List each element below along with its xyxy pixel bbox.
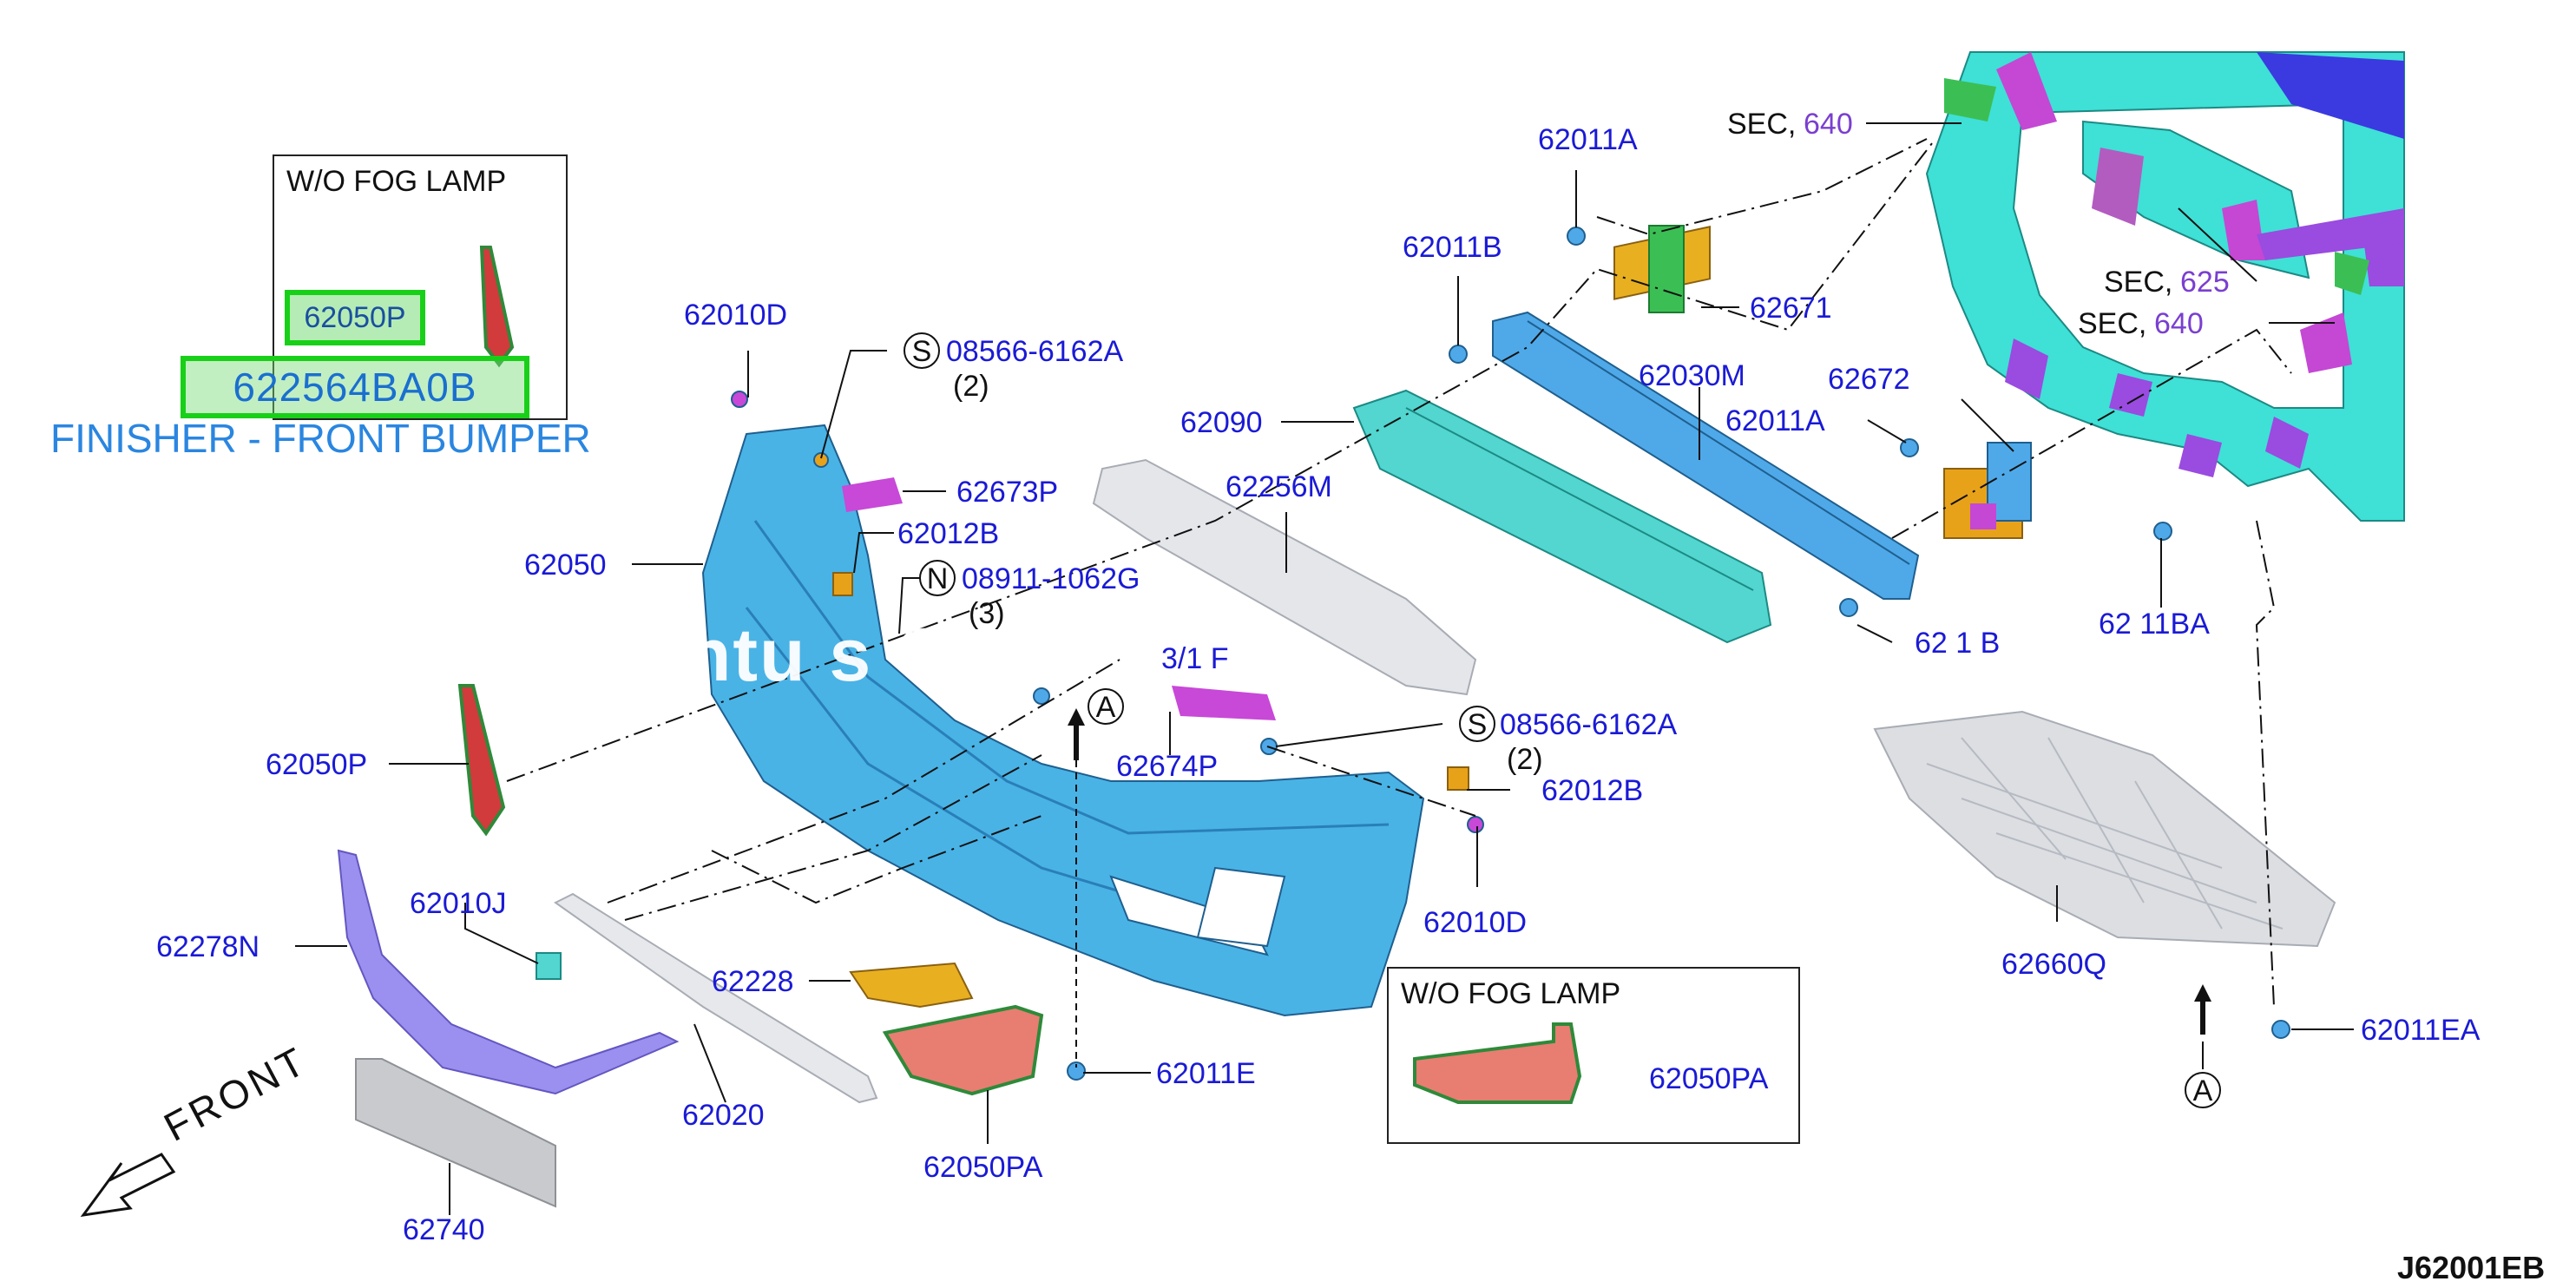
part-62050-shape	[701, 424, 1425, 1017]
sec-ref-640-top-number[interactable]: 640	[1804, 108, 1853, 141]
part-62673P-shape	[842, 477, 903, 512]
part-62050PA-shape	[882, 1004, 1044, 1096]
label-62011E[interactable]: 62011E	[1156, 1057, 1256, 1090]
part-62671-shape	[1613, 225, 1711, 313]
part-62256M-shape	[1092, 458, 1477, 696]
watermark-text: antu s G d P	[642, 614, 1099, 697]
label-62090[interactable]: 62090	[1180, 406, 1263, 439]
diagram-code: J62001EB	[2397, 1250, 2546, 1285]
qty-08566-6162A-mid: (2)	[1507, 743, 1543, 776]
label-62011BA-obscured: 62 11BA	[2099, 608, 2210, 641]
part-62672-shape	[1943, 442, 2032, 539]
label-62674P[interactable]: 62674P	[1116, 750, 1218, 783]
part-62278N-shape	[337, 849, 680, 1095]
undercover-ribs	[1926, 737, 2284, 930]
label-62030M[interactable]: 62030M	[1639, 359, 1745, 392]
label-62011A-mid[interactable]: 62011A	[1725, 404, 1825, 437]
symbol-N: N	[927, 562, 949, 595]
circled-symbols: S N S A A	[904, 332, 2221, 1108]
inset-title: W/O FOG LAMP	[286, 165, 507, 198]
ref-A-bottom: A	[2193, 1074, 2213, 1107]
sec-ref-640-mid-prefix: SEC,	[2078, 307, 2146, 340]
part-labels: 62010D 08566-6162A (2) 62673P 62012B 620…	[156, 108, 2481, 1246]
label-62050PA[interactable]: 62050PA	[923, 1151, 1043, 1184]
inset-without-fog-lamp-top: W/O FOG LAMP	[273, 154, 568, 420]
label-62740[interactable]: 62740	[403, 1213, 485, 1246]
part-62674P-shape	[1172, 686, 1276, 720]
part-62050P-shape	[457, 684, 506, 837]
label-08566-6162A-top[interactable]: 08566-6162A	[946, 335, 1124, 368]
sec-ref-640-mid-number[interactable]: 640	[2154, 307, 2204, 340]
label-62673P[interactable]: 62673P	[956, 476, 1058, 509]
part-title: FINISHER - FRONT BUMPER	[50, 416, 591, 461]
label-62671[interactable]: 62671	[1750, 292, 1832, 325]
label-62010D-top[interactable]: 62010D	[684, 299, 787, 332]
leader-lines	[295, 122, 2354, 1215]
symbol-S-top: S	[912, 335, 932, 368]
sec-ref-625-prefix: SEC,	[2104, 266, 2172, 299]
small-fasteners	[536, 227, 2290, 1081]
label-62010D-mid[interactable]: 62010D	[1423, 906, 1527, 939]
label-62011EA[interactable]: 62011EA	[2361, 1014, 2481, 1047]
label-62256M[interactable]: 62256M	[1226, 470, 1332, 503]
inset-without-fog-lamp-bottom: W/O FOG LAMP 62050PA	[1387, 967, 1800, 1144]
part-62740-shape	[355, 1058, 556, 1208]
label-08566-6162A-mid[interactable]: 08566-6162A	[1500, 708, 1678, 741]
highlighted-catalog-number[interactable]: 622564BA0B	[181, 356, 529, 418]
sec-ref-625-number[interactable]: 625	[2180, 266, 2230, 299]
qty-08911-1062G: (3)	[969, 597, 1005, 630]
label-62010J[interactable]: 62010J	[410, 887, 507, 920]
inset-62050PA-shape	[1413, 1022, 1582, 1104]
radiator-core-support	[1925, 51, 2405, 522]
alignment-lines	[506, 138, 2292, 1068]
label-62660Q[interactable]: 62660Q	[2001, 948, 2106, 981]
label-62050P[interactable]: 62050P	[266, 748, 367, 781]
symbol-S-mid: S	[1468, 708, 1488, 741]
part-62020-shape	[554, 892, 878, 1104]
inset-title: W/O FOG LAMP	[1401, 977, 1621, 1010]
label-62011B-obscured: 62 1 B	[1915, 627, 2000, 660]
sec-ref-640-top-prefix: SEC,	[1727, 108, 1796, 141]
qty-08566-6162A-top: (2)	[953, 370, 989, 403]
label-62011A-top[interactable]: 62011A	[1538, 123, 1638, 156]
label-62020[interactable]: 62020	[682, 1099, 765, 1132]
part-62030M-shape	[1492, 311, 1920, 600]
label-62674P-obscured: 3/1 F	[1161, 642, 1228, 675]
label-62011B[interactable]: 62011B	[1403, 231, 1502, 264]
label-08911-1062G[interactable]: 08911-1062G	[962, 562, 1140, 595]
label-62012B-mid[interactable]: 62012B	[1541, 774, 1643, 807]
part-62228-shape	[849, 962, 974, 1009]
reference-arrows	[80, 708, 2211, 1218]
part-62090-shape	[1352, 389, 1772, 644]
label-62050[interactable]: 62050	[524, 549, 607, 582]
label-62278N[interactable]: 62278N	[156, 930, 260, 963]
label-62228[interactable]: 62228	[712, 965, 794, 998]
ref-A-top: A	[1096, 691, 1116, 724]
label-62012B-top[interactable]: 62012B	[897, 517, 999, 550]
inset-label-62050PA[interactable]: 62050PA	[1649, 1062, 1769, 1095]
label-62672[interactable]: 62672	[1828, 363, 1910, 396]
highlighted-part-number[interactable]: 62050P	[285, 290, 425, 345]
